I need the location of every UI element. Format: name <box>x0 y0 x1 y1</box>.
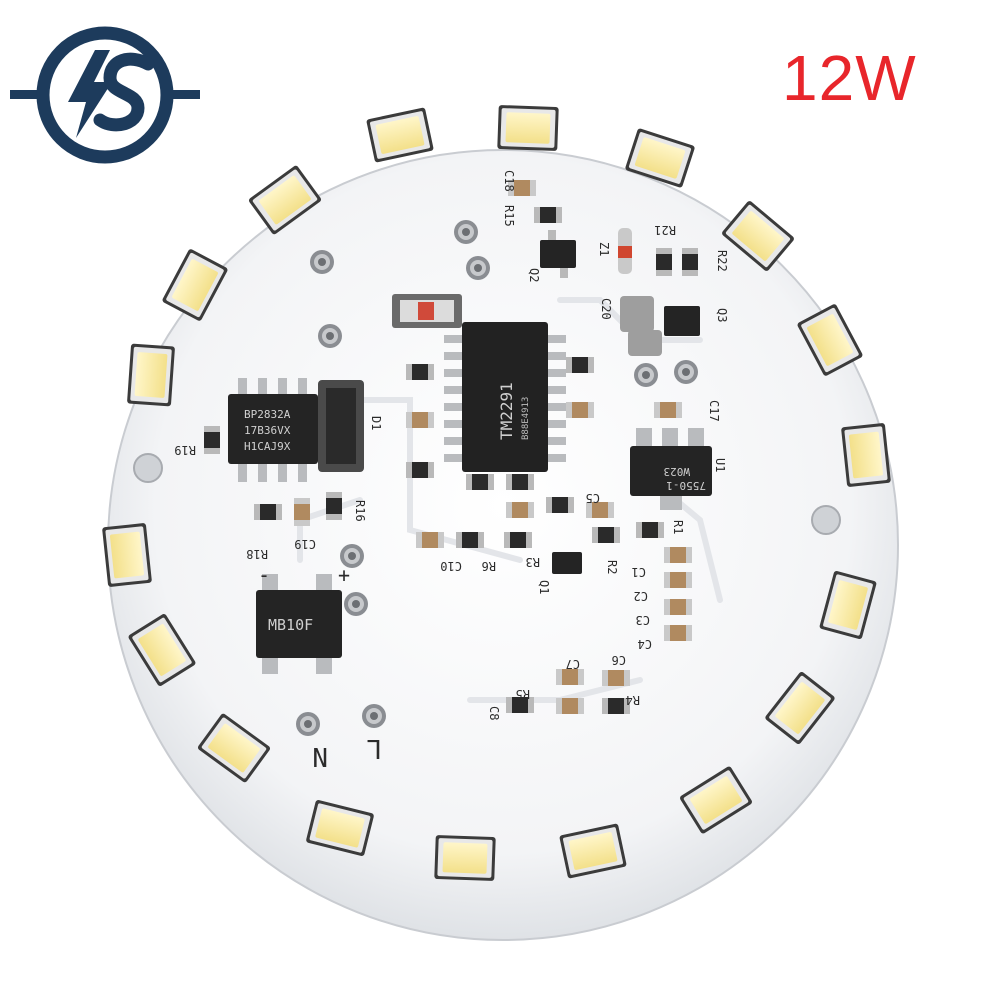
ref-r16: R16 <box>353 500 367 522</box>
rectifier-minus-mark: - <box>258 563 270 587</box>
ref-r5: R5 <box>516 687 530 701</box>
led-ring <box>101 104 892 882</box>
driver-ic-marking-3: H1CAJ9X <box>244 440 291 453</box>
ref-r21: R21 <box>654 223 676 237</box>
lightning-bolt-s-logo-icon <box>10 26 200 164</box>
silkscreen-labels: C18 R15 Q2 Z1 R21 R22 Q3 C20 C17 U1 D1 R… <box>174 170 729 720</box>
regulator-ic-marking-1: 7550-1 <box>666 479 706 492</box>
ref-c10: C10 <box>440 559 462 573</box>
ref-c17: C17 <box>707 400 721 422</box>
bridge-rectifier <box>256 574 342 674</box>
driver-ic <box>228 378 318 482</box>
controller-ic-marking-1: TM2291 <box>497 382 516 440</box>
controller-ic-marking-2: B88E4913 <box>521 397 531 440</box>
ref-c19: C19 <box>294 537 316 551</box>
ref-c8: C8 <box>487 706 501 720</box>
ref-q2: Q2 <box>527 268 541 282</box>
regulator-ic <box>630 428 712 510</box>
terminal-l-label: L <box>366 733 382 763</box>
driver-ic-marking-2: 17B36VX <box>244 424 291 437</box>
ref-d1: D1 <box>369 416 383 430</box>
ref-u1: U1 <box>713 458 727 472</box>
ref-c3: C3 <box>636 613 650 627</box>
ref-c5: C5 <box>586 491 600 505</box>
ref-c6: C6 <box>612 653 626 667</box>
wattage-label: 12W <box>782 42 917 114</box>
controller-ic <box>444 322 566 472</box>
ref-c20: C20 <box>599 298 613 320</box>
ref-q3: Q3 <box>715 308 729 322</box>
ref-r3: R3 <box>526 555 540 569</box>
ref-r4: R4 <box>626 693 640 707</box>
ref-r2: R2 <box>605 560 619 574</box>
ref-r15: R15 <box>502 205 516 227</box>
regulator-ic-marking-2: W023 <box>664 465 691 478</box>
rectifier-plus-mark: + <box>338 563 350 587</box>
rectifier-marking: MB10F <box>268 616 313 634</box>
ref-r18: R18 <box>246 547 268 561</box>
ref-c2: C2 <box>634 589 648 603</box>
ref-c1: C1 <box>632 565 646 579</box>
ref-z1: Z1 <box>597 242 611 256</box>
ref-r22: R22 <box>715 250 729 272</box>
driver-ic-marking-1: BP2832A <box>244 408 291 421</box>
ref-c7: C7 <box>566 657 580 671</box>
ref-r6: R6 <box>482 559 496 573</box>
ref-r19: R19 <box>174 443 196 457</box>
ref-r1: R1 <box>671 520 685 534</box>
ref-c18: C18 <box>502 170 516 192</box>
terminal-n-label: N <box>312 741 328 771</box>
ref-c4: C4 <box>638 637 652 651</box>
ref-q1: Q1 <box>537 580 551 594</box>
